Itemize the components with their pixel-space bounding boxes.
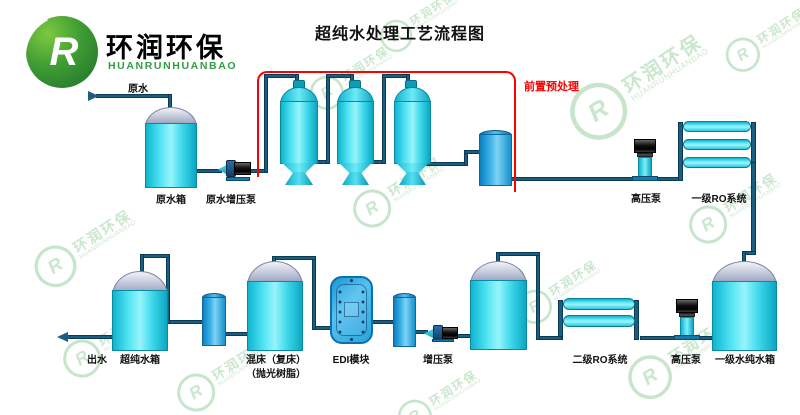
label-ultrapure-tank: 超纯水箱 (120, 355, 160, 366)
filter-3 (394, 101, 431, 164)
buffer-tank (479, 134, 512, 186)
raw-booster-pump-inlet (218, 164, 228, 175)
raw-booster-pump-base (226, 177, 250, 181)
filter-2-cone (339, 163, 372, 174)
intermediate-tank (470, 280, 527, 350)
high-pressure-pump-1-body (638, 157, 652, 178)
filter-2 (337, 101, 374, 164)
polishing-column-right (393, 297, 416, 347)
pipe (272, 256, 316, 260)
watermark-logo-icon: R (719, 31, 767, 79)
ro1-membrane-tube (683, 157, 751, 168)
pretreatment-label: 前置预处理 (524, 81, 579, 93)
raw-booster-pump-motor (234, 162, 251, 175)
label-mixed-bed-line2: （抛光树脂） (246, 369, 306, 380)
pipe (536, 252, 540, 340)
page-title: 超纯水处理工艺流程图 (314, 26, 485, 43)
label-ro-stage2: 二级RO系统 (572, 355, 628, 366)
booster-pump-inlet (424, 328, 435, 339)
label-mixed-bed-line1: 混床（复床） (246, 355, 306, 366)
watermark-logo-icon: R (169, 366, 223, 415)
label-high-pressure-pump-1: 高压泵 (631, 194, 661, 205)
high-pressure-pump-1-base (632, 176, 658, 181)
pipe (66, 335, 114, 339)
label-stage1-pure-tank: 一级水纯水箱 (715, 355, 775, 366)
edi-bolt-dots (361, 287, 365, 334)
ro1-membrane-tube (683, 139, 751, 150)
pipe (751, 122, 756, 166)
label-high-pressure-pump-2: 高压泵 (671, 355, 701, 366)
booster-pump-motor (442, 327, 458, 339)
filter-1-skirt (285, 172, 313, 185)
pipe (751, 162, 756, 255)
ro1-membrane-tube (683, 121, 751, 132)
watermark-logo-icon: R (26, 237, 85, 296)
pipe (496, 252, 540, 256)
filter-3-cone (396, 163, 429, 174)
high-pressure-pump-2-base (674, 335, 700, 340)
filter-3-skirt (399, 172, 426, 185)
label-booster-pump: 增压泵 (423, 355, 453, 366)
mixed-bed-tank (247, 281, 303, 351)
edi-bolt-dots (338, 287, 342, 334)
high-pressure-pump-1-motor (634, 139, 656, 153)
stage1-pure-tank (712, 281, 777, 351)
watermark-logo-icon: R (391, 393, 439, 415)
pipe (312, 256, 316, 330)
label-edi-module: EDI模块 (332, 355, 370, 366)
label-raw-water-inlet: 原水 (128, 84, 148, 95)
high-pressure-pump-2-body (680, 317, 694, 337)
booster-pump-base (432, 339, 454, 342)
ultrapure-tank (112, 290, 168, 351)
outlet-arrow-icon (57, 332, 68, 342)
pipe (196, 169, 222, 173)
company-name-en: HUANRUNHUANBAO (108, 60, 238, 72)
pipe (166, 320, 206, 324)
filter-1 (280, 101, 318, 164)
pretreatment-bypass-line (514, 175, 516, 192)
ro2-membrane-tube (563, 298, 635, 310)
high-pressure-pump-2-motor (676, 299, 698, 313)
edi-center-plate (344, 302, 359, 317)
watermark-logo-icon: R (681, 198, 735, 251)
logo-monogram: R (49, 29, 79, 74)
company-logo-icon: R (26, 16, 98, 88)
pipe (678, 122, 683, 181)
filter-1-cone (282, 163, 316, 174)
label-raw-water-tank: 原水箱 (156, 195, 186, 206)
pretreatment-bypass-line (257, 71, 516, 177)
company-name-cn: 环润环保 (106, 33, 226, 63)
ro2-membrane-tube (563, 315, 635, 327)
high-pressure-pump-2-collar (679, 313, 695, 317)
label-ro-stage1: 一级RO系统 (691, 194, 747, 205)
raw-water-tank (145, 123, 197, 188)
label-raw-booster-pump: 原水增压泵 (206, 195, 256, 206)
edi-bolt-dot (350, 279, 353, 282)
high-pressure-pump-1-collar (637, 153, 653, 157)
label-outlet: 出水 (87, 355, 107, 366)
watermark-logo-icon: R (345, 182, 399, 235)
inlet-arrow-icon (88, 91, 99, 101)
polishing-column-left (202, 297, 226, 346)
filter-2-skirt (342, 172, 369, 185)
pipe (140, 254, 170, 258)
edi-bolt-dot (350, 338, 353, 341)
